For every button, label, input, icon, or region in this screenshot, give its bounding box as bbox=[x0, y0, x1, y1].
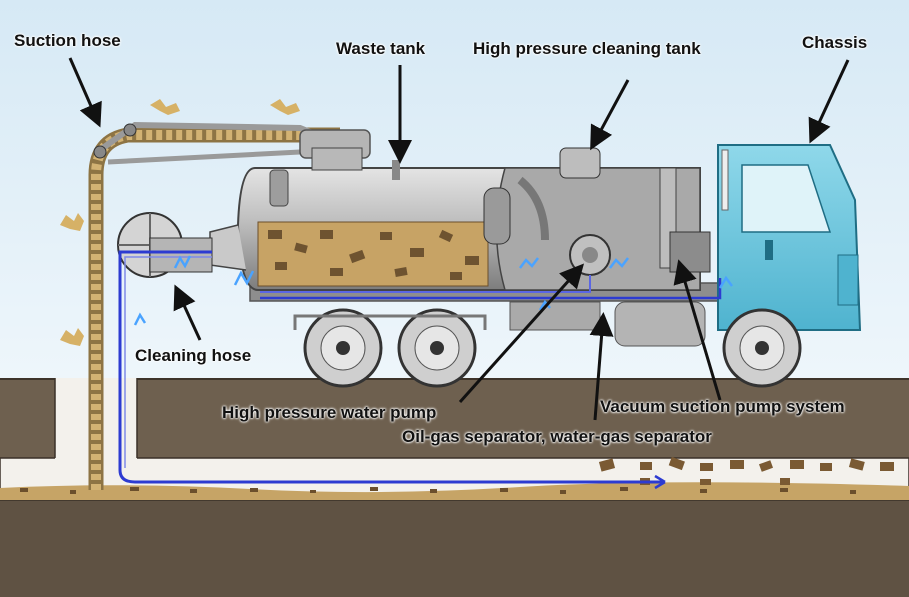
wheels bbox=[303, 308, 802, 388]
label-suction-hose: Suction hose bbox=[14, 31, 121, 50]
label-oil-gas-separator: Oil-gas separator, water-gas separator bbox=[402, 427, 712, 446]
label-high-pressure-cleaning-tank: High pressure cleaning tank bbox=[473, 39, 701, 58]
water-splashes bbox=[133, 255, 733, 326]
ground-top bbox=[0, 378, 909, 458]
label-vacuum-suction-pump-system: Vacuum suction pump system bbox=[600, 397, 845, 416]
label-chassis: Chassis bbox=[802, 33, 868, 52]
cleaning-hose-shape bbox=[118, 250, 665, 484]
truck-cab-shape bbox=[717, 144, 862, 331]
ground-bottom bbox=[0, 500, 909, 597]
tank-sludge bbox=[257, 221, 489, 287]
cleaning-reel-shape bbox=[117, 212, 213, 278]
pipe-sludge bbox=[0, 482, 909, 500]
label-high-pressure-water-pump: High pressure water pump bbox=[222, 403, 437, 422]
label-cleaning-hose: Cleaning hose bbox=[135, 346, 252, 365]
label-waste-tank: Waste tank bbox=[336, 39, 426, 58]
cleaning-tank-shape bbox=[483, 147, 701, 291]
